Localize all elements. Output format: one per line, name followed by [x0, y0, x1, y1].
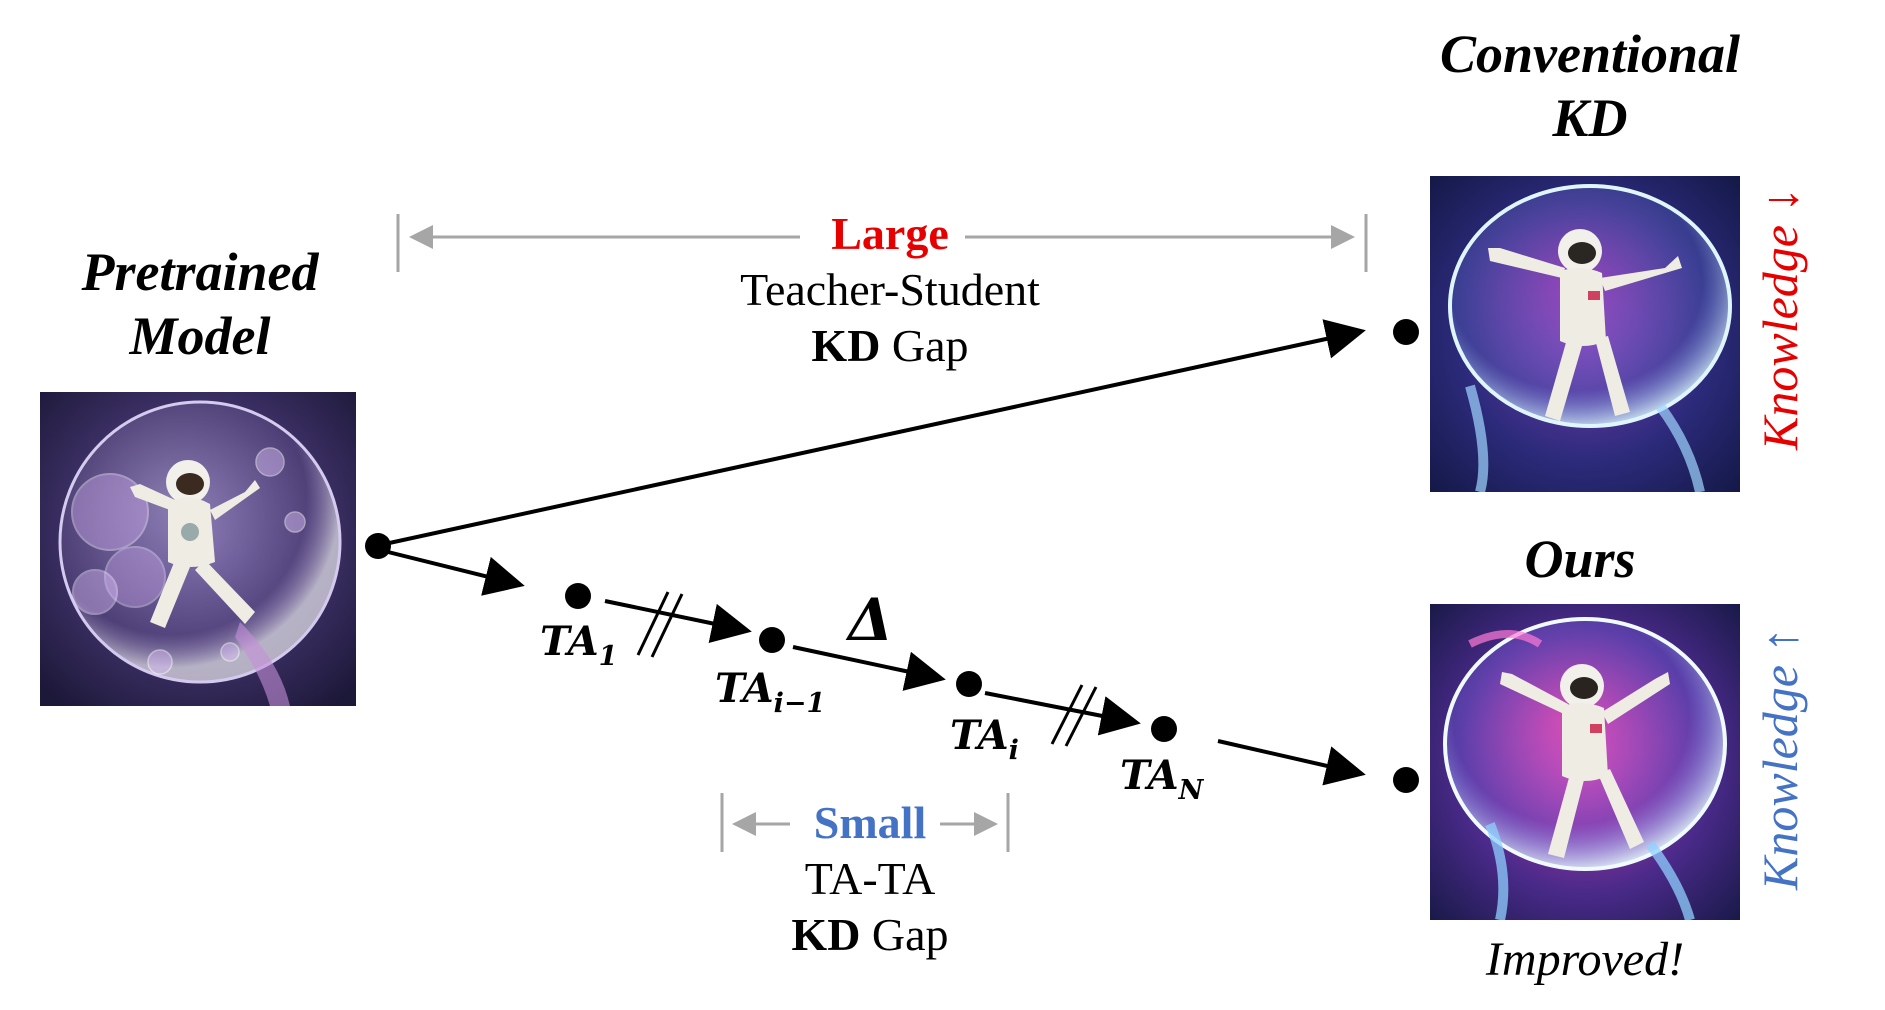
ta-i-label: TAi	[950, 712, 1019, 766]
ours-title: Ours	[1524, 529, 1636, 589]
conventional-kd-image	[1430, 176, 1740, 492]
dot-ours	[1393, 767, 1419, 793]
delta-symbol: Δ	[848, 586, 894, 654]
dot-ta-i-minus-1	[759, 627, 785, 653]
astronaut-bubble-image-2	[1430, 176, 1740, 492]
astronaut-bubble-image-3	[1430, 604, 1740, 920]
arrow-ta1-to-ta-i-minus-1	[604, 599, 752, 644]
dot-pretrained	[365, 533, 391, 559]
dot-ta1	[565, 583, 591, 609]
pretrained-title-line1: Pretrained	[81, 242, 319, 302]
dot-ta-i	[956, 671, 982, 697]
ta-i-sub: i	[1008, 735, 1019, 766]
bottom-gap-word: Gap	[860, 909, 949, 960]
small-gap-label: Small TA-TA KD Gap	[735, 795, 1005, 963]
conventional-kd-arrow	[379, 319, 1366, 547]
large-word: Large	[831, 208, 949, 259]
conventional-kd-title: Conventional KD	[1410, 22, 1770, 150]
arrow-ta-n-to-ours	[1217, 739, 1366, 786]
arrow-ta-i-to-ta-n	[984, 691, 1141, 736]
ta-i-minus-1-base: TA	[715, 665, 774, 712]
ta-i-base: TA	[950, 712, 1009, 759]
conventional-title-line2: KD	[1552, 88, 1628, 148]
small-word: Small	[813, 797, 927, 848]
ta-ta-text: TA-TA	[804, 853, 936, 904]
ta-1-base: TA	[540, 618, 599, 665]
pretrained-model-image	[40, 392, 356, 706]
large-gap-bracket	[396, 214, 1368, 272]
break-mark-1	[636, 591, 684, 658]
top-kd-bold: KD	[811, 320, 881, 371]
large-gap-label: Large Teacher-Student KD Gap	[640, 206, 1140, 374]
top-kd-gap-text: KD Gap	[640, 318, 1140, 374]
ta-1-label: TA1	[540, 618, 617, 672]
ours-image	[1430, 604, 1740, 920]
teacher-student-text: Teacher-Student	[740, 264, 1040, 315]
ta-n-sub: N	[1178, 775, 1204, 806]
arrow-ta-i-minus-1-to-ta-i	[792, 645, 946, 691]
bottom-kd-gap-text: KD Gap	[735, 907, 1005, 963]
astronaut-bubble-image-1	[40, 392, 356, 706]
small-gap-bracket	[720, 793, 1010, 852]
pretrained-model-title: Pretrained Model	[40, 240, 360, 368]
improved-caption: Improved!	[1485, 933, 1685, 986]
ta-n-label: TAN	[1120, 752, 1203, 806]
ta-1-sub: 1	[598, 641, 618, 672]
bottom-kd-bold: KD	[791, 909, 861, 960]
conventional-title-line1: Conventional	[1439, 24, 1741, 84]
break-mark-2	[1050, 684, 1098, 747]
top-gap-word: Gap	[880, 320, 969, 371]
dot-conventional	[1393, 319, 1419, 345]
ta-i-minus-1-label: TAi−1	[715, 665, 825, 719]
dot-ta-n	[1151, 716, 1177, 742]
arrow-source-to-ta1	[379, 548, 525, 596]
pretrained-title-line2: Model	[129, 306, 271, 366]
ta-n-base: TA	[1120, 752, 1179, 799]
ta-i-minus-1-sub: i−1	[773, 688, 826, 719]
